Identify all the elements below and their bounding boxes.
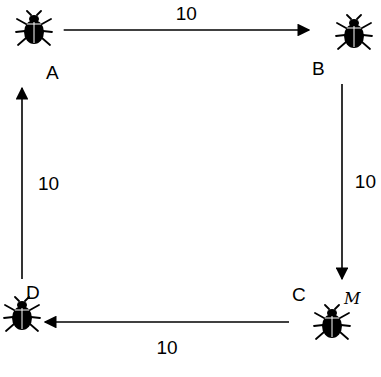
corner-letter: D <box>26 282 40 304</box>
corner-letter: B <box>312 58 325 80</box>
corner-letter: C <box>292 284 306 306</box>
bug-illustration <box>312 304 352 344</box>
edge-length: 10 <box>353 171 378 193</box>
arrow-connector <box>64 29 309 31</box>
arrow-connector <box>341 84 343 279</box>
bug-illustration <box>14 10 54 50</box>
edge-length: 10 <box>174 3 199 25</box>
corner-letter: A <box>46 62 59 84</box>
bug-illustration <box>334 14 374 54</box>
arrow-connector <box>45 321 289 323</box>
arrow-connector <box>21 88 23 279</box>
edge-length: 10 <box>36 173 61 195</box>
bug-node: A <box>14 10 61 85</box>
bug-node: D <box>2 282 42 336</box>
bug-node: C <box>292 282 352 344</box>
handwritten-mark: M <box>344 290 360 308</box>
edge-length: 10 <box>154 337 179 359</box>
bug-node: B <box>312 14 374 81</box>
